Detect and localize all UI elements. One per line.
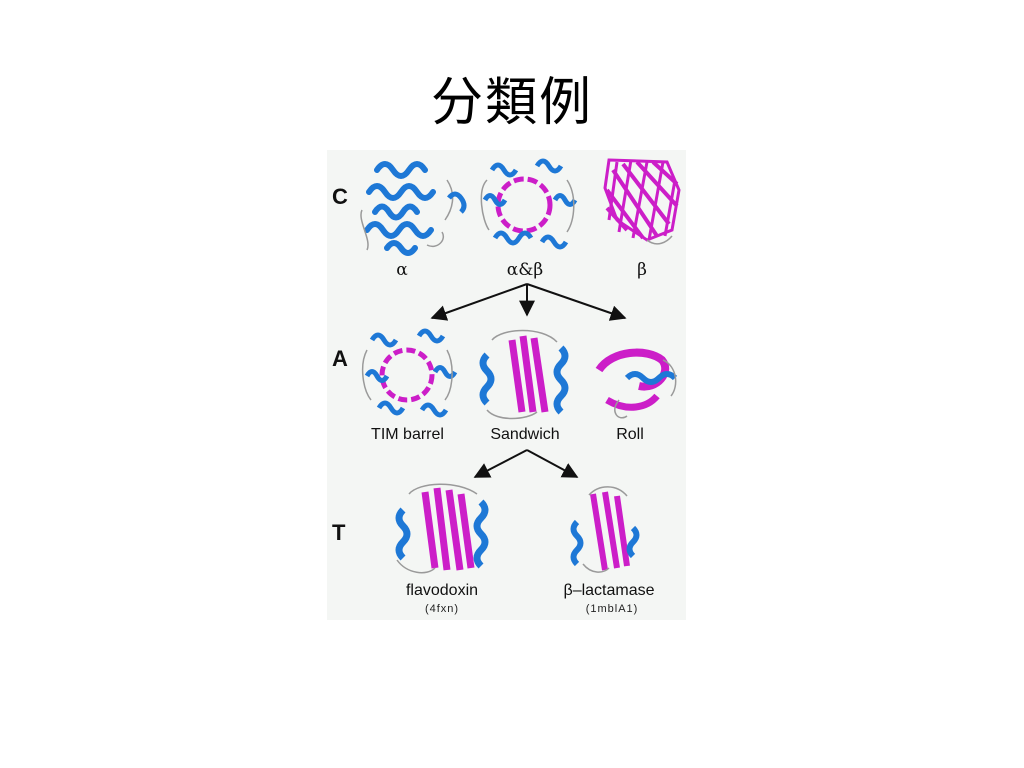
architecture-label-roll: Roll: [616, 426, 644, 443]
level-label-architecture: A: [332, 346, 348, 371]
beta-lactamase-structure-image: [570, 486, 640, 573]
cath-diagram: [360, 158, 681, 574]
level-label-class: C: [332, 184, 348, 209]
flavodoxin-structure-image: [395, 483, 489, 574]
alpha-beta-structure-image: [480, 158, 578, 250]
architecture-label-tim-barrel: TIM barrel: [371, 426, 444, 443]
class-to-architecture-arrows: [430, 283, 627, 321]
tim-barrel-structure-image: [361, 328, 458, 418]
level-label-topology: T: [332, 520, 346, 545]
class-label-alpha: α: [396, 260, 408, 280]
roll-structure-image: [595, 348, 678, 419]
sandwich-structure-image: [479, 329, 569, 420]
architecture-label-sandwich: Sandwich: [490, 426, 560, 443]
beta-structure-image: [603, 158, 681, 245]
topology-label-beta-lactamase: β–lactamase: [563, 582, 655, 599]
slide-title: 分類例: [430, 73, 593, 133]
alpha-structure-image: [360, 161, 467, 256]
architecture-to-topology-arrows: [473, 449, 579, 478]
topology-label-flavodoxin: flavodoxin: [405, 582, 479, 599]
class-label-alpha-beta: α&β: [506, 260, 544, 280]
topology-code-flavodoxin: (4fxn): [424, 603, 460, 615]
class-label-beta: β: [637, 260, 647, 280]
cath-classification-figure: C A T α α&β β TIM barrel Sandwich Roll f…: [327, 150, 686, 620]
topology-code-beta-lactamase: (1mblA1): [585, 603, 639, 615]
